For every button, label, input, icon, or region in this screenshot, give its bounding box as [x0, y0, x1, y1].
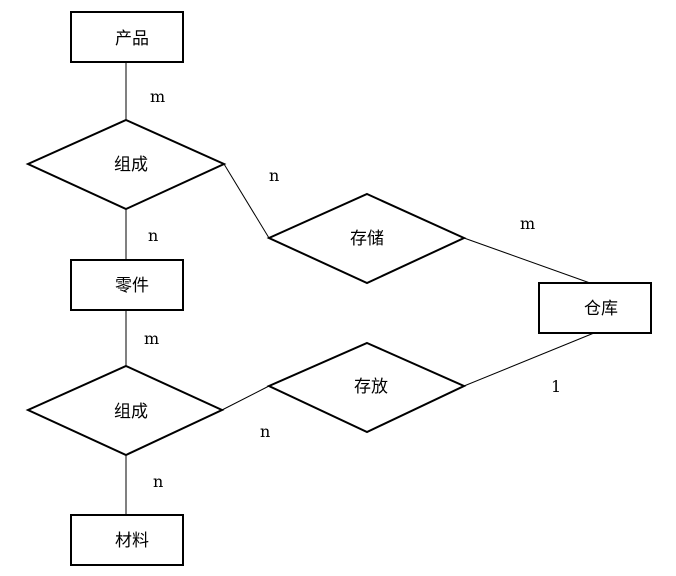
- relationship-compose-bottom: 组成: [25, 364, 225, 457]
- cardinality-store-warehouse: m: [520, 214, 535, 233]
- line-compose-store: [223, 163, 270, 239]
- cardinality-compose-material: n: [153, 472, 163, 491]
- entity-material: 材料: [70, 514, 184, 566]
- relationship-place-label: 存放: [354, 377, 388, 397]
- entity-part: 零件: [70, 259, 184, 311]
- cardinality-product-compose: m: [150, 87, 165, 106]
- relationship-compose-top-label: 组成: [114, 155, 148, 175]
- cardinality-compose-place: n: [260, 422, 270, 441]
- entity-material-label: 材料: [115, 531, 149, 551]
- entity-product: 产品: [70, 11, 184, 63]
- cardinality-place-warehouse: 1: [551, 377, 561, 396]
- relationship-place: 存放: [266, 341, 467, 434]
- cardinality-compose-store: n: [269, 166, 279, 185]
- line-store-warehouse: [463, 237, 591, 284]
- relationship-store-label: 存储: [350, 229, 384, 249]
- cardinality-compose-part: n: [148, 226, 158, 245]
- entity-warehouse-label: 仓库: [584, 299, 618, 319]
- entity-product-label: 产品: [115, 29, 149, 49]
- line-place-warehouse: [463, 332, 595, 387]
- cardinality-part-compose: m: [144, 329, 159, 348]
- relationship-store: 存储: [266, 192, 467, 285]
- line-compose-place: [221, 385, 270, 411]
- entity-warehouse: 仓库: [538, 282, 652, 334]
- relationship-compose-bottom-label: 组成: [114, 402, 148, 422]
- entity-part-label: 零件: [115, 276, 149, 296]
- relationship-compose-top: 组成: [25, 118, 227, 211]
